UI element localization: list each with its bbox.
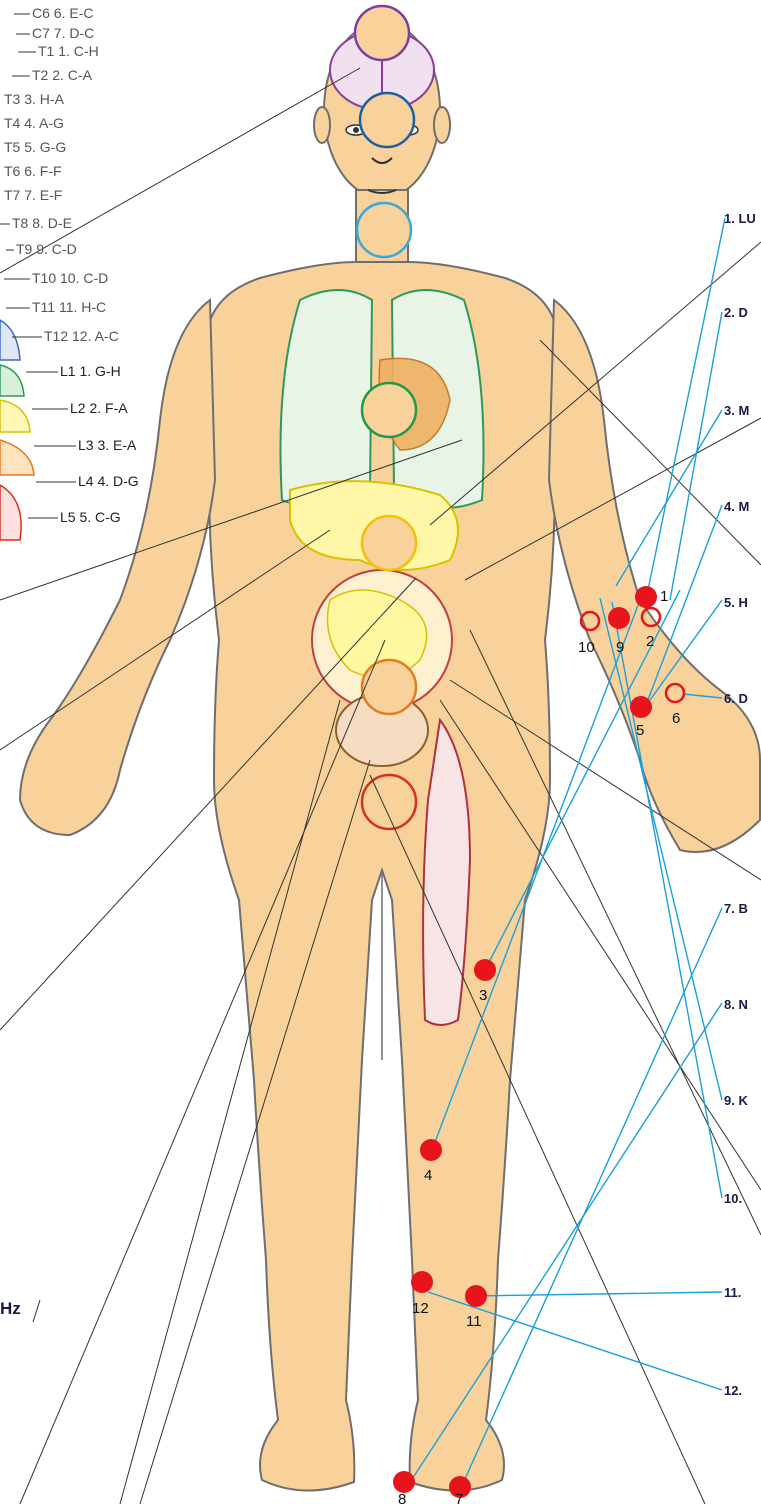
vertebra-label: T5 5. G-G: [4, 139, 66, 155]
vertebrae-labels: C6 6. E-C C7 7. D-C T1 1. C-H T2 2. C-A T3 3…: [0, 5, 139, 525]
vertebra-label: L5 5. C-G: [60, 509, 121, 525]
acupoint-number: 8: [398, 1491, 406, 1504]
chakra-solar-plexus: [362, 516, 416, 570]
vertebra-label: T2 2. C-A: [32, 67, 93, 83]
vertebra-label: T7 7. E-F: [4, 187, 62, 203]
acupoint-number: 7: [455, 1491, 463, 1504]
vertebra-label: T9 9. C-D: [16, 241, 77, 257]
vertebra-label: T11 11. H-C: [32, 299, 106, 315]
vertebra-label: T10 10. C-D: [32, 270, 108, 286]
vertebra-label: T8 8. D-E: [12, 215, 72, 231]
side-label: 12.: [724, 1383, 742, 1398]
side-label: 3. M: [724, 403, 749, 418]
vertebra-label: L1 1. G-H: [60, 363, 121, 379]
side-label: 2. D: [724, 305, 748, 320]
acupoint-number: 1: [660, 588, 668, 605]
acupoint-marker: [420, 1139, 442, 1161]
acupoint-marker: [630, 696, 652, 718]
side-label: 6. D: [724, 691, 748, 706]
acupoint-number: 11: [466, 1313, 482, 1330]
side-label: 1. LU: [724, 211, 756, 226]
vertebra-label: T6 6. F-F: [4, 163, 62, 179]
side-label: 11.: [724, 1285, 741, 1300]
acupoint-number: 6: [672, 710, 680, 727]
acupoint-marker: [608, 607, 630, 629]
vertebra-label: T1 1. C-H: [38, 43, 99, 59]
vertebra-label: L4 4. D-G: [78, 473, 139, 489]
acupoint-number: 9: [616, 639, 624, 656]
vertebra-label: T3 3. H-A: [4, 91, 65, 107]
acupoint-marker: [635, 586, 657, 608]
acupoint-number: 3: [479, 987, 487, 1004]
side-label: 4. M: [724, 499, 749, 514]
chakra-heart: [362, 383, 416, 437]
chakra-third-eye: [360, 93, 414, 147]
acupoint-marker: [474, 959, 496, 981]
chakra-throat: [357, 203, 411, 257]
chakra-crown: [355, 6, 409, 60]
acupoint-marker: [393, 1471, 415, 1493]
hz-leader: [33, 1300, 40, 1322]
side-label: 10.: [724, 1191, 742, 1206]
acupoint-number: 12: [412, 1300, 429, 1317]
side-label: 8. N: [724, 997, 748, 1012]
acupoint-marker: [465, 1285, 487, 1307]
acupoint-number: 4: [424, 1167, 432, 1184]
acupoint-number: 5: [636, 722, 644, 739]
chakra-root: [362, 775, 416, 829]
hz-label: Hz: [0, 1299, 21, 1318]
vertebra-label: L2 2. F-A: [70, 400, 128, 416]
chakra-sacral: [362, 660, 416, 714]
acupoint-marker: [411, 1271, 433, 1293]
vertebra-label: C7 7. D-C: [32, 25, 94, 41]
side-label: 5. H: [724, 595, 748, 610]
vertebra-label: C6 6. E-C: [32, 5, 93, 21]
acupoint-number: 2: [646, 633, 654, 650]
vertebra-label: T4 4. A-G: [4, 115, 64, 131]
acupoint-number: 10: [578, 639, 595, 656]
vertebra-label: T12 12. A-C: [44, 328, 119, 344]
spine-segments: [0, 320, 34, 540]
vertebra-label: L3 3. E-A: [78, 437, 137, 453]
side-label: 7. B: [724, 901, 748, 916]
side-label: 9. K: [724, 1093, 748, 1108]
